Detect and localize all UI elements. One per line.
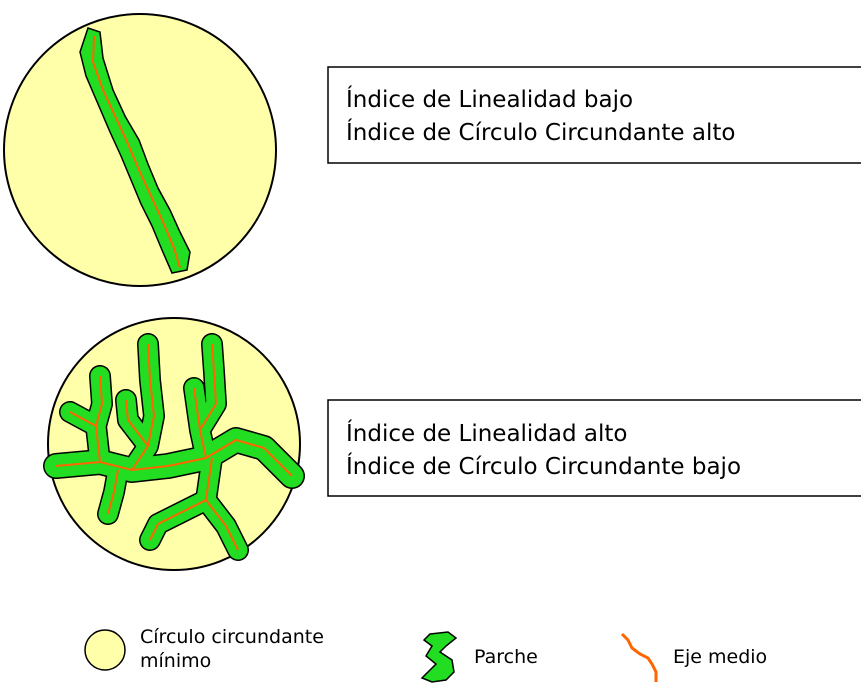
- medial-axis: [55, 343, 293, 551]
- linearity-label: Índice de Linealidad bajo: [346, 85, 633, 113]
- medial-axis: [91, 35, 181, 269]
- description-box-2: [327, 399, 861, 497]
- legend: Círculo circundante mínimo Parche Eje me…: [84, 626, 767, 683]
- circle-index-label: Índice de Círculo Circundante alto: [346, 118, 735, 146]
- description-box-1: [327, 66, 861, 164]
- patch-legend-label: Parche: [474, 646, 538, 668]
- circle-legend-label: Círculo circundante: [140, 626, 324, 648]
- medial-axis-legend-icon: [620, 632, 658, 682]
- linearity-label: Índice de Linealidad alto: [346, 419, 628, 447]
- circle-index-label: Índice de Círculo Circundante bajo: [346, 452, 741, 480]
- example-1: [3, 13, 277, 287]
- patch-legend-icon: [420, 631, 458, 683]
- medial-axis-legend-label: Eje medio: [673, 646, 767, 668]
- circle-legend-icon: [84, 629, 126, 671]
- patch: [79, 27, 191, 274]
- circle-legend-label-2: mínimo: [140, 650, 211, 672]
- example-2: [43, 317, 305, 571]
